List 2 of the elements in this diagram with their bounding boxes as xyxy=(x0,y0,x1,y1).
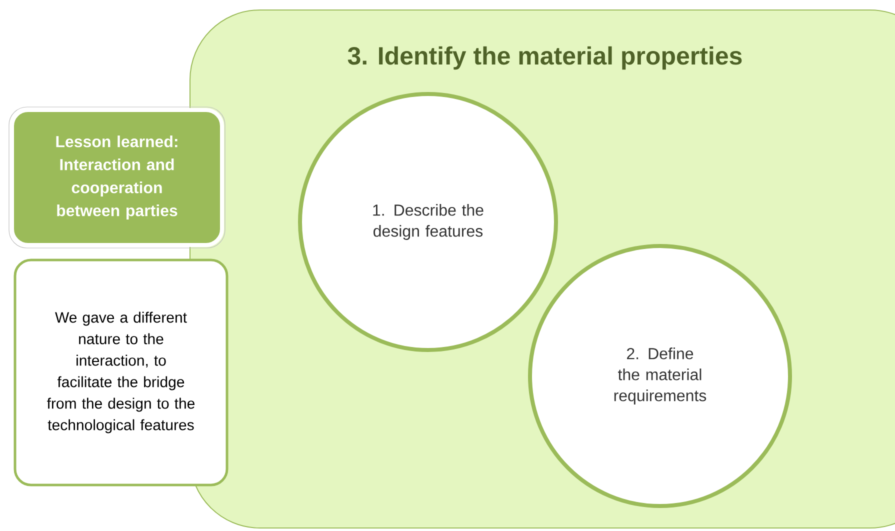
lesson-box: Lesson learned: Interaction and cooperation between parties xyxy=(8,106,226,248)
description-box: We gave a different nature to the interaction, to facilitate the bridge from the design to the technological features xyxy=(14,258,228,486)
